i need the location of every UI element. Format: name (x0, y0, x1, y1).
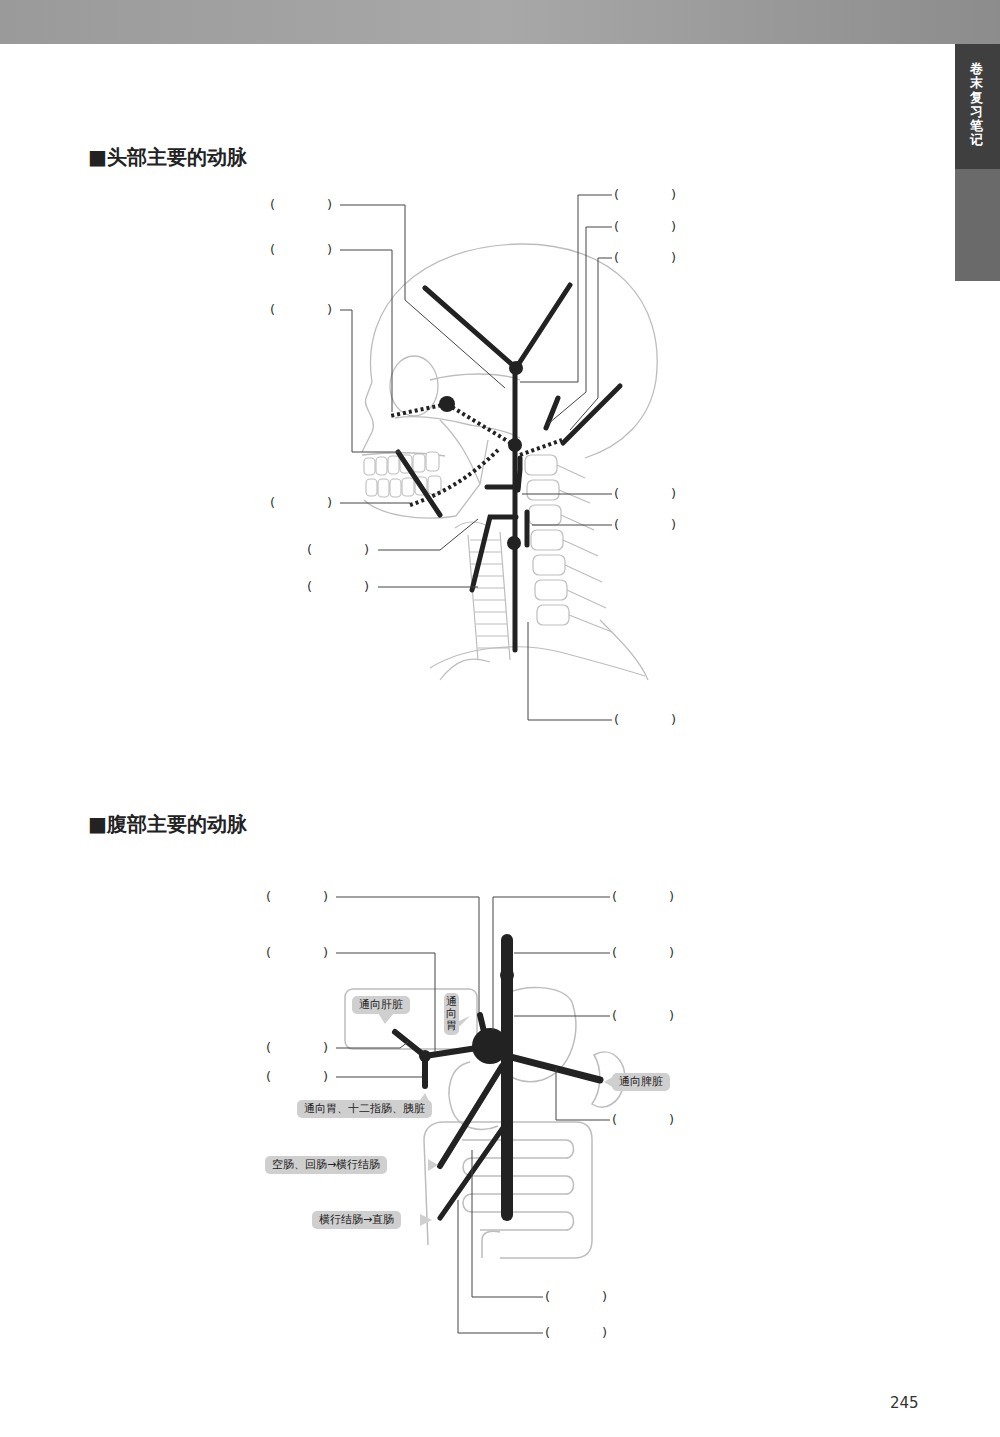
answer-blank: ( ) (270, 196, 332, 214)
answer-blank: ( ) (545, 1324, 607, 1342)
answer-blank: ( ) (612, 944, 674, 962)
answer-blank: ( ) (266, 944, 328, 962)
answer-blank: ( ) (614, 249, 676, 267)
callout-text: 通向脾脏 (619, 1075, 663, 1089)
callout-text: 通向胃、十二指肠、胰脏 (304, 1102, 425, 1116)
callout-text: 通向胃 (446, 996, 457, 1032)
answer-blank: ( ) (266, 1039, 328, 1057)
branch-dot (439, 361, 523, 550)
skull-outline (362, 244, 657, 518)
callout-bubble: 通向胃 (444, 993, 459, 1035)
callout-bubble: 横行结肠→直肠 (312, 1211, 401, 1229)
answer-blank: ( ) (614, 218, 676, 236)
callout-bubble: 通向胃、十二指肠、胰脏 (297, 1100, 432, 1118)
answer-blank: ( ) (270, 241, 332, 259)
rectum-outline (482, 1231, 500, 1258)
callout-text: 通向肝脏 (359, 998, 403, 1012)
side-tab-text: 卷末复习笔记 (970, 62, 983, 148)
answer-blank: ( ) (614, 186, 676, 204)
callout-pointer (378, 1013, 614, 1226)
answer-blank: ( ) (614, 516, 676, 534)
answer-blank: ( ) (545, 1288, 607, 1306)
abdominal-artery (395, 940, 600, 1218)
side-tab (955, 44, 1000, 169)
answer-blank: ( ) (307, 541, 369, 559)
section-heading: ■头部主要的动脉 (88, 144, 247, 170)
duodenum-outline (449, 1062, 498, 1129)
answer-blank: ( ) (614, 711, 676, 729)
branch-dot (419, 968, 514, 1064)
answer-blank: ( ) (307, 578, 369, 596)
section-heading: ■腹部主要的动脉 (88, 811, 247, 837)
answer-blank: ( ) (612, 888, 674, 906)
callout-bubble: 空肠、回肠→横行结肠 (265, 1156, 387, 1174)
answer-blank: ( ) (612, 1007, 674, 1025)
head-artery-deep (390, 404, 562, 505)
header-bar (0, 0, 1000, 44)
callout-text: 空肠、回肠→横行结肠 (272, 1158, 380, 1172)
answer-blank: ( ) (270, 494, 332, 512)
answer-blank: ( ) (266, 1068, 328, 1086)
callout-bubble: 通向脾脏 (612, 1073, 670, 1091)
callout-text: 横行结肠→直肠 (319, 1213, 394, 1227)
leader-line (340, 195, 612, 720)
head-artery (398, 285, 620, 650)
answer-blank: ( ) (270, 301, 332, 319)
side-tab (955, 169, 1000, 281)
small-intestine-outline (462, 1140, 574, 1230)
page-number: 245 (890, 1394, 919, 1412)
answer-blank: ( ) (614, 485, 676, 503)
answer-blank: ( ) (266, 888, 328, 906)
answer-blank: ( ) (612, 1111, 674, 1129)
liver-outline (345, 989, 477, 1049)
callout-bubble: 通向肝脏 (352, 996, 410, 1014)
